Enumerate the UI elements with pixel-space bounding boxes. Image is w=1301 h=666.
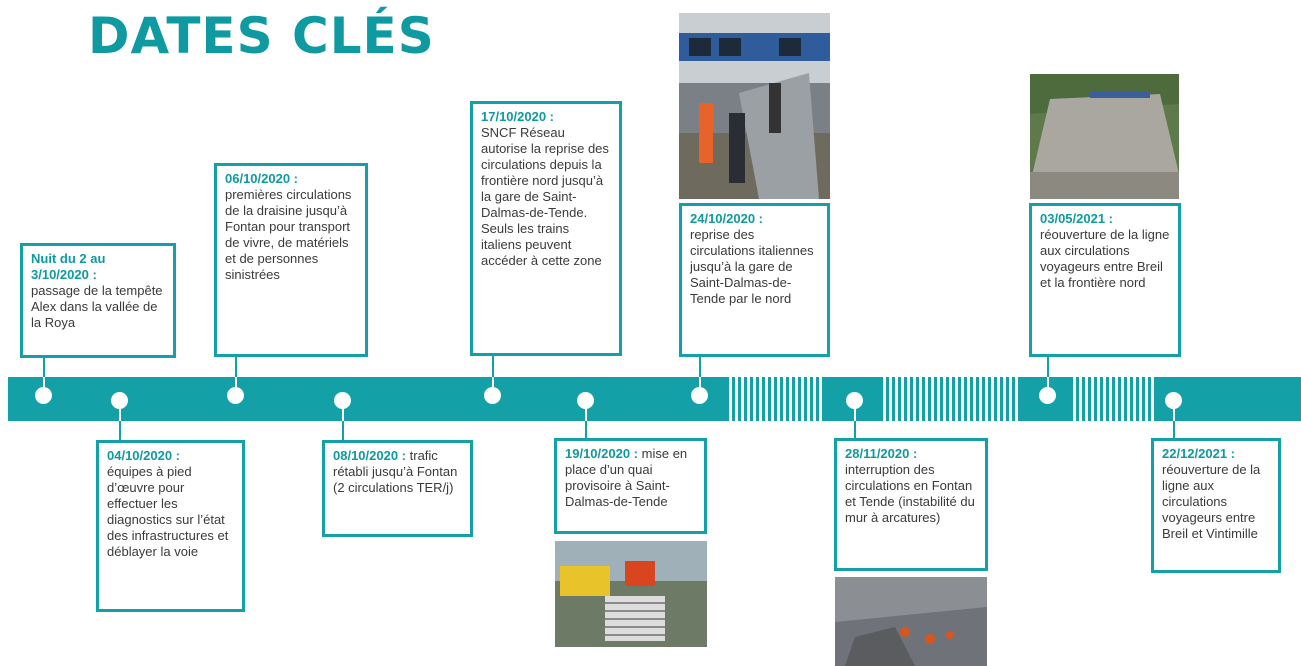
event-text: premières circulations de la draisine ju… [225,187,352,282]
timeline-pin [1047,377,1049,393]
timeline-dot [227,387,244,404]
timeline-stripes [726,377,824,421]
event-card-north-reopening: 03/05/2021 : réouverture de la ligne aux… [1029,203,1181,357]
event-card-temporary-platform: 19/10/2020 : mise en place d’un quai pro… [554,438,707,534]
timeline-stripes [1070,377,1156,421]
event-date: 19/10/2020 : [565,446,639,461]
timeline-dot [334,392,351,409]
timeline-connector [699,357,701,377]
timeline-dot [577,392,594,409]
event-text: passage de la tempête Alex dans la vallé… [31,283,163,330]
timeline-connector [342,421,344,440]
event-date: 17/10/2020 : [481,109,555,124]
timeline-connector [235,357,237,377]
event-card-teams: 04/10/2020 : équipes à pied d’œuvre pour… [96,440,245,612]
timeline-pin [699,377,701,393]
timeline-dot [111,392,128,409]
event-text: réouverture de la ligne aux circulations… [1162,462,1261,541]
timeline-pin [1173,402,1175,421]
timeline-dot [484,387,501,404]
event-card-sncf-authorization: 17/10/2020 : SNCF Réseau autorise la rep… [470,101,622,356]
timeline-connector [492,356,494,377]
event-card-draisine: 06/10/2020 : premières circulations de l… [214,163,368,357]
event-card-vintimille-reopening: 22/12/2021 : réouverture de la ligne aux… [1151,438,1281,573]
timeline-connector [43,358,45,377]
timeline-stripes [880,377,1020,421]
event-text: reprise des circulations italiennes jusq… [690,227,814,306]
timeline-dot [846,392,863,409]
timeline-pin [585,402,587,421]
timeline-pin [854,402,856,421]
event-date: 24/10/2020 : [690,211,764,226]
timeline-connector [854,421,856,438]
photo-arcade-wall [835,577,987,666]
event-text: mise en place d’un quai provisoire à Sai… [565,446,688,509]
timeline-dot [1165,392,1182,409]
timeline-pin [235,377,237,393]
event-card-storm: Nuit du 2 au 3/10/2020 : passage de la t… [20,243,176,358]
timeline-pin [119,402,121,421]
event-date: 28/11/2020 : [845,446,918,461]
timeline-dot [1039,387,1056,404]
event-date: 04/10/2020 : [107,448,181,463]
timeline-pin [342,402,344,421]
event-date: 08/10/2020 : [333,448,407,463]
timeline-pin [43,377,45,393]
photo-train-passengers [679,13,830,199]
event-card-interruption: 28/11/2020 : interruption des circulatio… [834,438,988,571]
timeline-connector [585,421,587,438]
event-date: 03/05/2021 : [1040,211,1114,226]
timeline-connector [119,421,121,440]
timeline-pin [492,377,494,393]
photo-platform-construction [555,541,707,647]
event-date: 06/10/2020 : [225,171,299,186]
timeline-connector [1173,421,1175,438]
event-date: Nuit du 2 au 3/10/2020 : [31,251,106,282]
event-text: réouverture de la ligne aux circulations… [1040,227,1170,290]
timeline-connector [1047,357,1049,377]
event-text: interruption des circulations en Fontan … [845,462,975,525]
timeline-dot [35,387,52,404]
photo-landslide [1030,74,1179,199]
event-date: 22/12/2021 : [1162,446,1236,461]
event-text: SNCF Réseau autorise la reprise des circ… [481,125,609,268]
timeline-band [8,377,1301,421]
event-text: trafic rétabli jusqu’à Fontan (2 circula… [333,448,458,495]
event-card-italian-trains: 24/10/2020 : reprise des circulations it… [679,203,830,357]
event-text: équipes à pied d’œuvre pour effectuer le… [107,464,229,559]
page-title: DATES CLÉS [88,7,435,65]
timeline-dot [691,387,708,404]
event-card-traffic-restored: 08/10/2020 : trafic rétabli jusqu’à Font… [322,440,473,537]
